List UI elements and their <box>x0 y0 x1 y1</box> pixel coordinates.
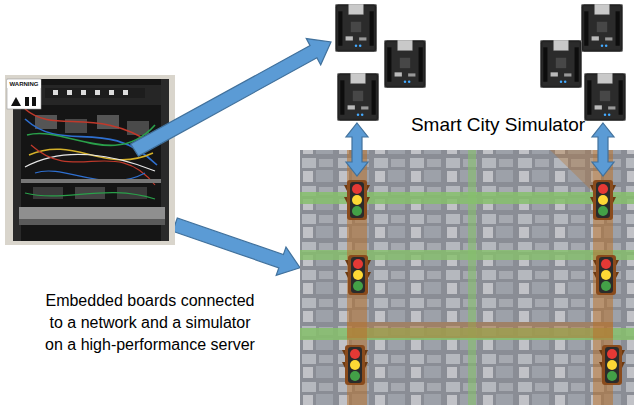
city-map-part <box>593 255 619 295</box>
server-rack-photo-part <box>5 75 175 245</box>
link-arrow-left <box>346 123 368 176</box>
server-rack-photo-part <box>11 97 21 106</box>
city-map <box>300 100 634 405</box>
city-map-part <box>300 150 634 405</box>
embedded-boards-right-part <box>584 73 626 121</box>
server-rack-photo-part <box>25 109 155 145</box>
city-map-part <box>590 180 616 220</box>
server-rack-photo-part <box>53 90 58 95</box>
server-rack-photo-part <box>7 79 41 109</box>
server-rack-photo-part <box>21 85 161 105</box>
embedded-boards-right <box>540 4 626 121</box>
server-rack-photo-part <box>25 97 29 106</box>
server-rack-photo-part <box>45 88 145 98</box>
server-rack-photo-part <box>19 219 165 225</box>
embedded-boards-left-part <box>384 40 426 88</box>
simulator-heading: Smart City Simulator <box>411 114 585 136</box>
server-rack-photo-part <box>95 90 100 95</box>
embedded-boards-left <box>335 4 426 121</box>
city-map-part <box>345 255 371 295</box>
server-rack-photo-part <box>67 90 72 95</box>
warning-sticker-text: WARNING <box>7 80 41 88</box>
link-arrow-right <box>592 123 614 176</box>
server-rack-photo-part <box>25 154 155 171</box>
block-arrow <box>173 218 300 275</box>
description-caption: Embedded boards connected to a network a… <box>41 290 259 356</box>
server-rack-photo-part <box>25 193 155 199</box>
server-rack-photo <box>5 75 175 245</box>
city-map-part <box>344 180 370 220</box>
embedded-boards-left-part <box>335 4 377 52</box>
city-map-part <box>599 345 625 385</box>
embedded-boards-right-part <box>581 4 623 52</box>
embedded-boards-left-part <box>337 73 379 121</box>
server-rack-photo-part <box>19 207 165 219</box>
server-rack-photo-part <box>32 97 36 106</box>
server-rack-photo-part <box>123 90 128 95</box>
server-rack-photo: WARNING <box>5 75 175 245</box>
server-rack-photo-part <box>21 179 161 183</box>
city-map-part <box>550 150 593 192</box>
server-rack-photo-part <box>109 90 114 95</box>
city-map-part <box>300 150 634 405</box>
server-rack-photo-part <box>81 90 86 95</box>
city-map-part <box>342 345 368 385</box>
embedded-boards-right-part <box>540 40 582 88</box>
city-map-part <box>468 150 476 405</box>
city-map-part <box>347 322 613 338</box>
server-rack-photo-part <box>33 187 63 199</box>
city-simulator-map: Smart City Simulator <box>300 100 634 405</box>
board-arrow <box>131 39 331 157</box>
